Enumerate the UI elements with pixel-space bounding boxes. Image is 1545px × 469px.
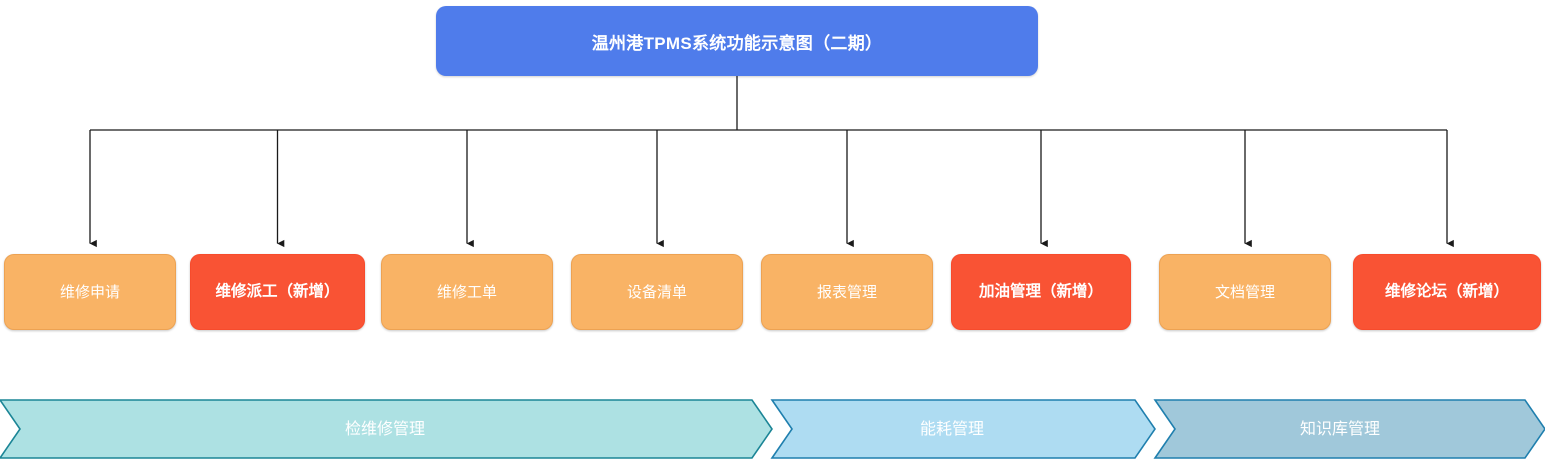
module-node[interactable]: 文档管理 <box>1159 254 1331 330</box>
module-node[interactable]: 报表管理 <box>761 254 933 330</box>
module-node-label: 维修申请 <box>59 283 120 301</box>
module-node[interactable]: 维修派工（新增） <box>190 254 365 330</box>
diagram-title-label: 温州港TPMS系统功能示意图（二期） <box>591 33 883 53</box>
category-band-segment[interactable] <box>0 399 773 459</box>
module-node-label: 加油管理（新增） <box>978 283 1103 301</box>
module-node-label: 维修工单 <box>436 283 497 301</box>
module-node-label: 维修论坛（新增） <box>1384 283 1509 301</box>
module-node-label: 维修派工（新增） <box>215 283 340 301</box>
module-node[interactable]: 维修工单 <box>381 254 553 330</box>
module-node-label: 文档管理 <box>1214 283 1275 301</box>
module-node-label: 设备清单 <box>626 283 687 301</box>
category-band-segment[interactable] <box>1153 399 1545 459</box>
diagram-title-node[interactable]: 温州港TPMS系统功能示意图（二期） <box>436 6 1038 76</box>
module-node[interactable]: 维修论坛（新增） <box>1353 254 1541 330</box>
category-band-segment[interactable] <box>770 399 1156 459</box>
module-node[interactable]: 加油管理（新增） <box>951 254 1131 330</box>
category-band <box>0 399 1545 459</box>
module-node-label: 报表管理 <box>816 283 877 301</box>
module-node[interactable]: 维修申请 <box>4 254 176 330</box>
module-node[interactable]: 设备清单 <box>571 254 743 330</box>
